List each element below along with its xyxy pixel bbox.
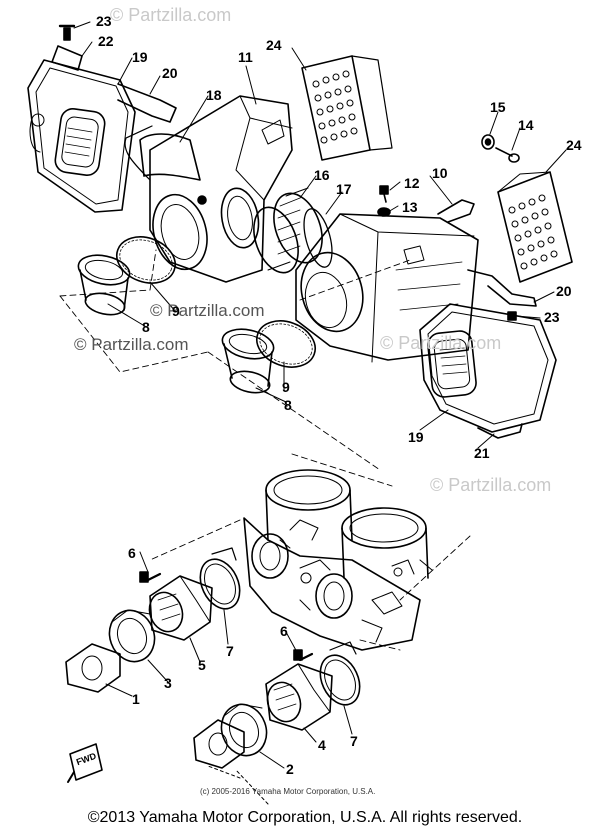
watermark-top: © Partzilla.com <box>110 5 232 25</box>
leader-lines <box>73 21 567 805</box>
callout-8-right: 8 <box>284 397 292 413</box>
right-clamp-9 <box>256 320 316 368</box>
watermark-right-lower: © Partzilla.com <box>430 475 552 495</box>
callout-20-top: 20 <box>162 65 178 81</box>
right-clip-10 <box>437 199 475 223</box>
band-17 <box>303 208 333 268</box>
screw-14 <box>495 147 520 163</box>
callout-21: 21 <box>474 445 490 461</box>
small-copyright: (c) 2005-2016 Yamaha Motor Corporation, … <box>200 787 376 796</box>
callout-23-top: 23 <box>96 13 112 29</box>
middle-joint-16 <box>253 187 323 274</box>
callout-8-left: 8 <box>142 319 150 335</box>
callout-15: 15 <box>490 99 506 115</box>
callout-11: 11 <box>238 49 253 65</box>
callout-12: 12 <box>404 175 420 191</box>
clamp-7-lower <box>319 641 361 706</box>
left-clip-20 <box>117 83 177 123</box>
callout-20-right: 20 <box>556 283 572 299</box>
forward-arrow-icon <box>67 743 103 783</box>
watermark-right-mid: © Partzilla.com <box>380 333 502 353</box>
callout-9-right: 9 <box>282 379 290 395</box>
right-clip-20 <box>467 269 537 307</box>
left-cleaner-case <box>124 95 293 283</box>
clamp-7-upper <box>199 547 241 610</box>
insulator-3 <box>108 609 156 663</box>
callout-16: 16 <box>314 167 330 183</box>
intake-joint-5 <box>148 575 213 641</box>
callout-6-upper: 6 <box>128 545 136 561</box>
callout-19-right: 19 <box>408 429 424 445</box>
callout-23-right: 23 <box>544 309 560 325</box>
left-intake-duct-18 <box>139 133 201 181</box>
left-boot-8 <box>77 254 131 316</box>
footer-copyright: ©2013 Yamaha Motor Corporation, U.S.A. A… <box>87 809 523 826</box>
washer-13 <box>377 207 391 217</box>
bolt-12 <box>379 185 389 203</box>
screw-6-upper <box>139 571 162 583</box>
watermark-center: © Partzilla.com <box>150 301 265 320</box>
right-boot-8 <box>221 328 275 394</box>
callout-24-right: 24 <box>566 137 582 153</box>
callout-1: 1 <box>132 691 140 707</box>
callout-2: 2 <box>286 761 294 777</box>
callout-9-left: 9 <box>172 303 180 319</box>
left-bracket-22 <box>51 24 83 71</box>
left-filter-element-24 <box>301 55 393 161</box>
right-cleaner-case <box>295 213 479 363</box>
callout-7-lower: 7 <box>350 733 358 749</box>
callout-3: 3 <box>164 675 172 691</box>
callout-13: 13 <box>402 199 418 215</box>
gasket-1 <box>65 643 121 693</box>
right-filter-element-24 <box>497 171 573 283</box>
callout-10: 10 <box>432 165 448 181</box>
insulator-2 <box>220 703 268 757</box>
intake-joint-4 <box>265 663 333 731</box>
callout-14: 14 <box>518 117 534 133</box>
callout-24-top: 24 <box>266 37 282 53</box>
callout-19-top: 19 <box>132 49 148 65</box>
alignment-lines-upper <box>59 249 411 471</box>
callout-5: 5 <box>198 657 206 673</box>
callout-22: 22 <box>98 33 114 49</box>
bracket-21 <box>477 423 523 439</box>
grommet-15 <box>481 134 495 150</box>
screw-6-lower <box>293 649 314 662</box>
callout-4: 4 <box>318 737 326 753</box>
callout-18: 18 <box>206 87 222 103</box>
alignment-lines-lower <box>149 453 471 651</box>
callout-6-lower: 6 <box>280 623 288 639</box>
watermark-left: © Partzilla.com <box>74 335 189 354</box>
gasket-1-lower <box>193 719 245 769</box>
carburetor-assembly <box>243 469 433 651</box>
right-cleaner-cover <box>419 303 557 433</box>
callout-17: 17 <box>336 181 352 197</box>
callout-7-upper: 7 <box>226 643 234 659</box>
left-clamp-9 <box>116 236 176 284</box>
